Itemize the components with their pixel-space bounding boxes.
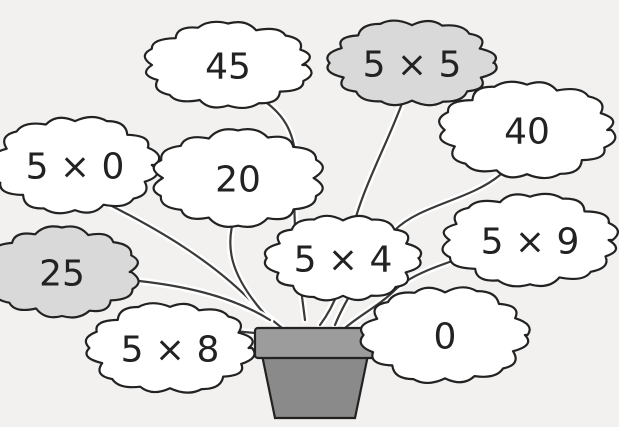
flower-label: 0 [434,317,457,358]
flower-label: 5 × 9 [481,222,580,263]
flower-f40: 40 [439,82,615,178]
flower-label: 5 × 5 [363,45,462,86]
flower-f5x5: 5 × 5 [327,21,496,106]
flower-f5x0: 5 × 0 [0,117,159,213]
flower-label: 5 × 4 [294,240,393,281]
flower-f45: 45 [145,22,312,108]
flower-label: 25 [39,254,85,295]
flower-f25: 25 [0,226,139,317]
flower-label: 5 × 0 [26,147,125,188]
flower-f5x9: 5 × 9 [442,194,617,286]
flower-label: 40 [504,112,550,153]
flower-label: 5 × 8 [121,330,220,371]
flower-label: 20 [215,160,261,201]
flower-f0: 0 [361,287,530,383]
flower-f5x8: 5 × 8 [86,303,255,392]
flower-pot [255,328,375,418]
flower-label: 45 [205,47,251,88]
